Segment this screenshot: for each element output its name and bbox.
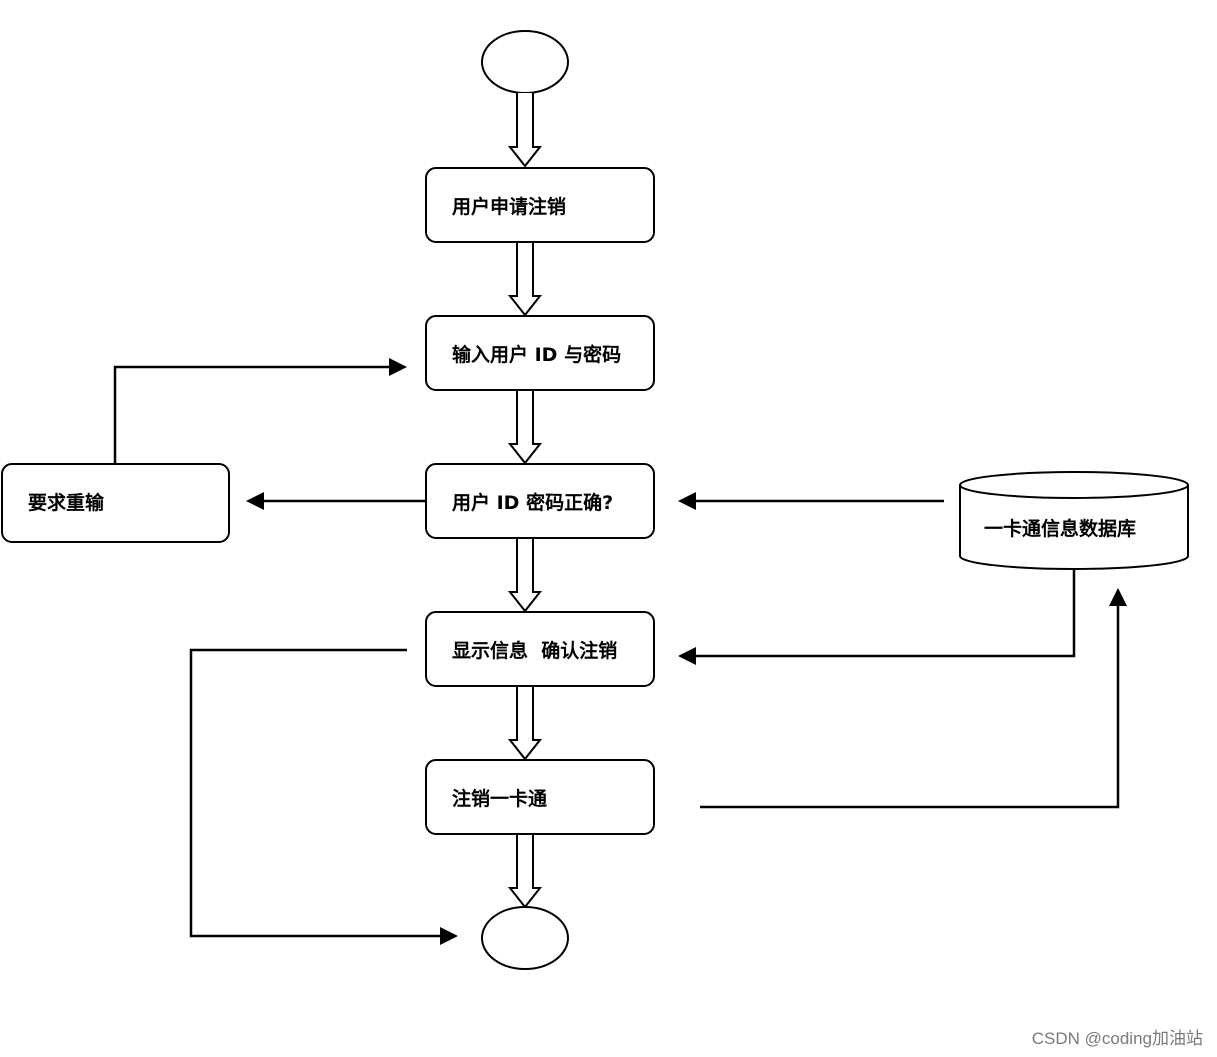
node-database-label: 一卡通信息数据库 (984, 517, 1136, 540)
node-confirm-label: 显示信息 确认注销 (452, 639, 617, 662)
arrow-database-to-confirm (678, 569, 1076, 665)
node-check-label: 用户 ID 密码正确? (452, 491, 613, 514)
start-terminal (481, 30, 569, 94)
node-cancel: 注销一卡通 (425, 759, 655, 835)
node-confirm: 显示信息 确认注销 (425, 611, 655, 687)
node-check: 用户 ID 密码正确? (425, 463, 655, 539)
node-database: 一卡通信息数据库 (959, 471, 1189, 570)
node-input: 输入用户 ID 与密码 (425, 315, 655, 391)
node-apply: 用户申请注销 (425, 167, 655, 243)
node-cancel-label: 注销一卡通 (452, 787, 548, 810)
node-input-label: 输入用户 ID 与密码 (452, 343, 621, 366)
end-terminal (481, 906, 569, 970)
arrow-confirm-to-end (189, 648, 458, 945)
watermark-text: CSDN @coding加油站 (1031, 1029, 1203, 1048)
node-retry: 要求重输 (1, 463, 230, 543)
hollow-arrow-cancel-to-end (507, 834, 543, 909)
hollow-arrow-start-to-apply (507, 93, 543, 168)
arrow-retry-to-input (113, 358, 407, 464)
arrow-check-to-retry (246, 492, 426, 510)
node-apply-label: 用户申请注销 (452, 195, 566, 218)
hollow-arrow-check-to-confirm (507, 538, 543, 613)
hollow-arrow-input-to-check (507, 390, 543, 465)
arrow-database-to-check (678, 492, 944, 510)
hollow-arrow-apply-to-input (507, 242, 543, 317)
node-retry-label: 要求重输 (28, 491, 105, 514)
arrow-cancel-to-database (700, 588, 1127, 809)
hollow-arrow-confirm-to-cancel (507, 686, 543, 761)
